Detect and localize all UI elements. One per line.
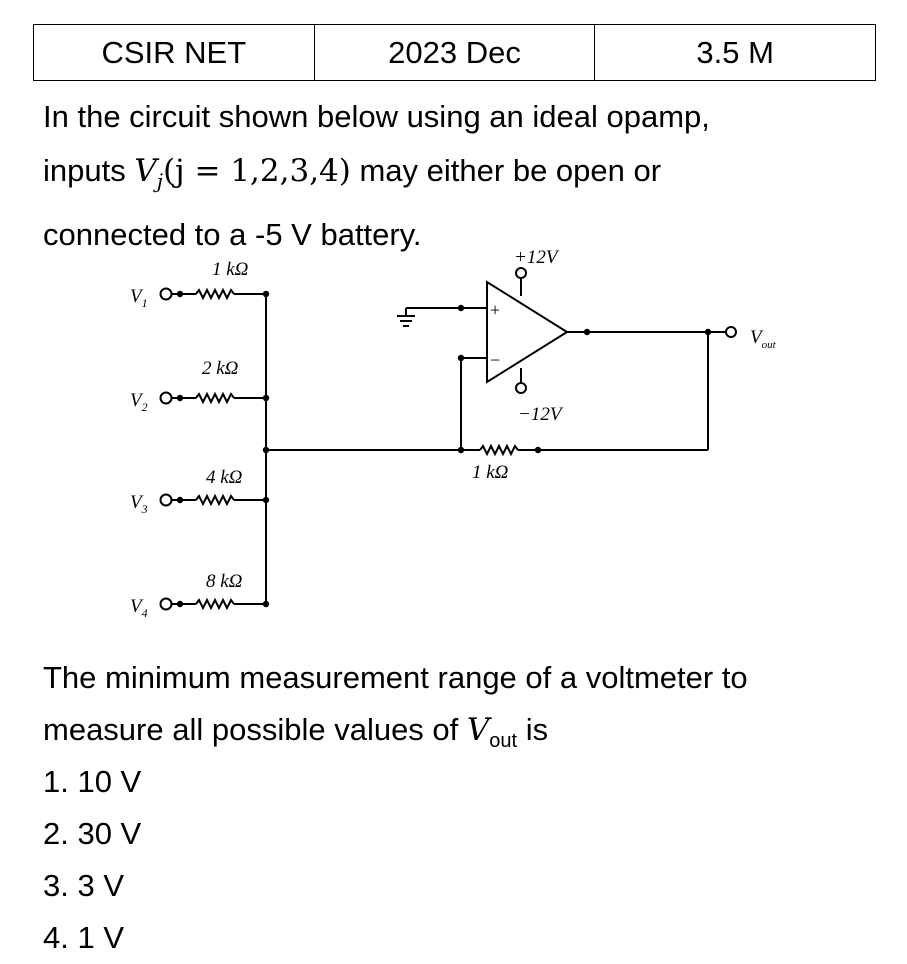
input-label-4: V4 [130, 596, 148, 620]
question-text: In the circuit shown below using an idea… [43, 90, 883, 262]
option-1[interactable]: 1. 10 V [43, 764, 142, 799]
option-3[interactable]: 3. 3 V [43, 868, 124, 903]
vout-symbol: V [466, 712, 490, 748]
resistor-1k-input-1 [195, 287, 235, 301]
input-label-3: V3 [130, 492, 148, 516]
v-j-subscript: j [156, 169, 163, 194]
output-label: Vout [750, 327, 777, 351]
resistor-label-2: 2 kΩ [202, 358, 239, 379]
input-terminal-3 [159, 493, 173, 507]
header-session: 2023 Dec [313, 24, 596, 81]
input-terminal-4 [159, 597, 173, 611]
question-line-2-start: inputs [43, 153, 135, 188]
question-line-1: In the circuit shown below using an idea… [43, 99, 710, 134]
supply-negative-terminal [515, 382, 527, 394]
prompt-line-2-start: measure all possible values of [43, 712, 467, 747]
header-exam: CSIR NET [33, 24, 315, 81]
supply-positive-label: +12V [514, 247, 560, 268]
prompt-text: The minimum measurement range of a voltm… [43, 652, 893, 767]
opamp-plus-sign: + [490, 300, 500, 320]
option-4[interactable]: 4. 1 V [43, 920, 124, 955]
resistor-label-1: 1 kΩ [212, 259, 249, 280]
header-marks: 3.5 M [594, 24, 876, 81]
circuit-diagram: V1 V2 V3 V4 1 kΩ 2 kΩ 4 kΩ 8 kΩ 1 kΩ +12… [130, 247, 777, 620]
junction-dots [176, 290, 712, 608]
options-list: 1. 10 V 2. 30 V 3. 3 V 4. 1 V [43, 756, 141, 964]
prompt-line-2: measure all possible values of Vout is [43, 704, 893, 767]
input-terminal-1 [159, 287, 173, 301]
resistor-label-4: 8 kΩ [206, 571, 243, 592]
vout-subscript: out [489, 730, 518, 753]
question-line-2-end: may either be open or [350, 153, 662, 188]
feedback-resistor [479, 443, 519, 457]
header-table: CSIR NET 2023 Dec 3.5 M [33, 24, 876, 81]
supply-negative-label: −12V [518, 404, 564, 425]
question-line-2: inputs Vj(j = 1,2,3,4) may either be ope… [43, 144, 883, 208]
resistor-4k-input-3 [195, 493, 235, 507]
input-terminal-2 [159, 391, 173, 405]
j-range: (j = 1,2,3,4) [162, 153, 351, 189]
supply-positive-terminal [515, 267, 527, 279]
resistor-8k-input-4 [195, 597, 235, 611]
ground-icon [397, 315, 415, 327]
resistor-2k-input-2 [195, 391, 235, 405]
prompt-line-1: The minimum measurement range of a voltm… [43, 660, 748, 695]
question-line-3: connected to a -5 V battery. [43, 217, 422, 253]
input-label-1: V1 [130, 286, 148, 310]
output-terminal [725, 326, 737, 338]
prompt-line-2-end: is [517, 712, 549, 747]
feedback-resistor-label: 1 kΩ [472, 462, 509, 483]
v-j-symbol: V [134, 153, 157, 189]
opamp-minus-sign: − [490, 350, 500, 370]
opamp-triangle [486, 280, 569, 384]
resistor-label-3: 4 kΩ [206, 467, 243, 488]
option-2[interactable]: 2. 30 V [43, 816, 142, 851]
input-label-2: V2 [130, 390, 148, 414]
